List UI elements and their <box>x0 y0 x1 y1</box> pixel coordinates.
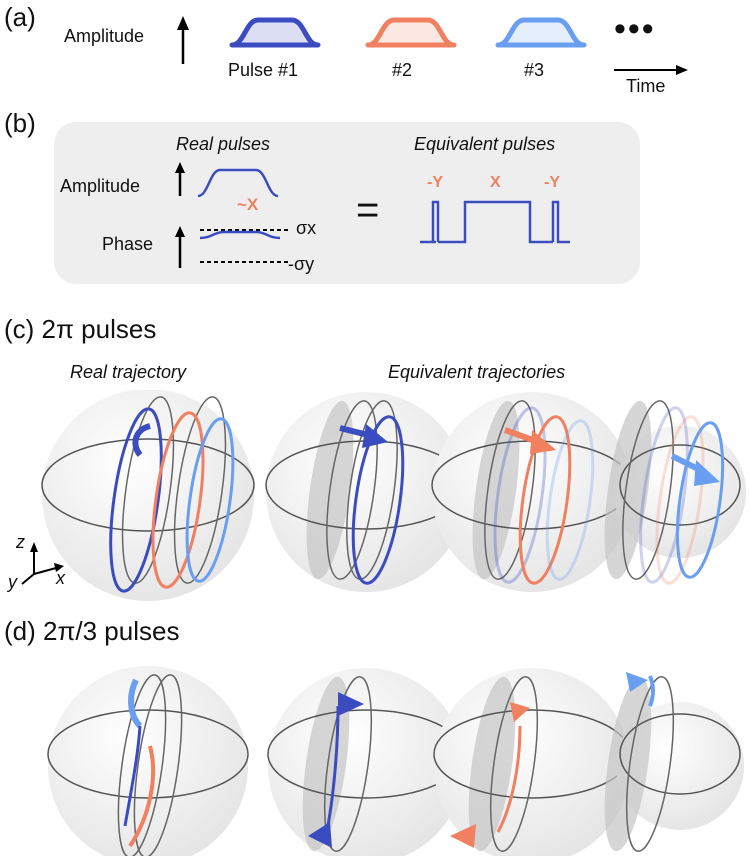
real-phase-curve <box>199 230 281 240</box>
eq-label-neg-y-1: -Y <box>427 174 443 191</box>
amplitude-label-b: Amplitude <box>60 176 141 196</box>
eq-label-neg-y-2: -Y <box>544 174 560 191</box>
equals-sign: = <box>356 188 380 232</box>
time-label: Time <box>626 76 666 96</box>
equivalent-pulse-train <box>420 200 570 244</box>
axis-x-label: x <box>56 568 65 588</box>
bloch-sphere-d-eq-2 <box>433 668 631 856</box>
panel-c-graphics <box>21 390 746 601</box>
pulse-2-shape <box>365 17 457 48</box>
axis-z-label: z <box>16 532 25 552</box>
pulse-1-label: Pulse #1 <box>228 60 299 80</box>
bloch-sphere-d-eq-1 <box>267 668 465 856</box>
real-pulses-title: Real pulses <box>176 134 271 154</box>
sigma-x-label: σx <box>296 218 317 238</box>
approx-x-label: ~X <box>237 195 259 214</box>
axis-y-label: y <box>8 572 17 592</box>
panel-b-label: (b) <box>4 108 36 138</box>
axes-indicator <box>21 542 64 585</box>
pulse-1-shape <box>229 17 321 48</box>
real-trajectory-title: Real trajectory <box>70 362 187 382</box>
bloch-sphere-d-real <box>47 666 249 856</box>
bloch-sphere-c-eq-2 <box>431 392 633 592</box>
bloch-sphere-c-real <box>41 390 255 601</box>
time-arrow <box>614 65 688 75</box>
panel-b-graphics <box>175 162 570 268</box>
pulse-3-shape <box>495 17 587 48</box>
equivalent-trajectories-title: Equivalent trajectories <box>388 362 566 382</box>
amplitude-label-a: Amplitude <box>64 26 145 46</box>
bloch-sphere-c-eq-3 <box>604 400 746 585</box>
equivalent-pulses-title: Equivalent pulses <box>414 134 556 154</box>
panel-d-label: (d) 2π/3 pulses <box>4 616 180 646</box>
panel-b-box <box>54 122 640 284</box>
eq-label-x: X <box>490 174 501 191</box>
amplitude-arrow-a <box>177 16 189 64</box>
bloch-sphere-d-eq-3 <box>604 672 744 852</box>
ellipsis: ••• <box>614 10 656 48</box>
panel-d-graphics <box>47 666 744 856</box>
phase-label: Phase <box>102 234 154 254</box>
sigma-y-label: -σy <box>288 254 315 274</box>
panel-c-label: (c) 2π pulses <box>4 314 157 344</box>
real-amplitude-pulse <box>197 168 279 198</box>
panel-a-graphics <box>177 16 688 75</box>
panel-a-label: (a) <box>4 2 36 32</box>
pulse-3-label: #3 <box>524 60 545 80</box>
pulse-2-label: #2 <box>392 60 413 80</box>
